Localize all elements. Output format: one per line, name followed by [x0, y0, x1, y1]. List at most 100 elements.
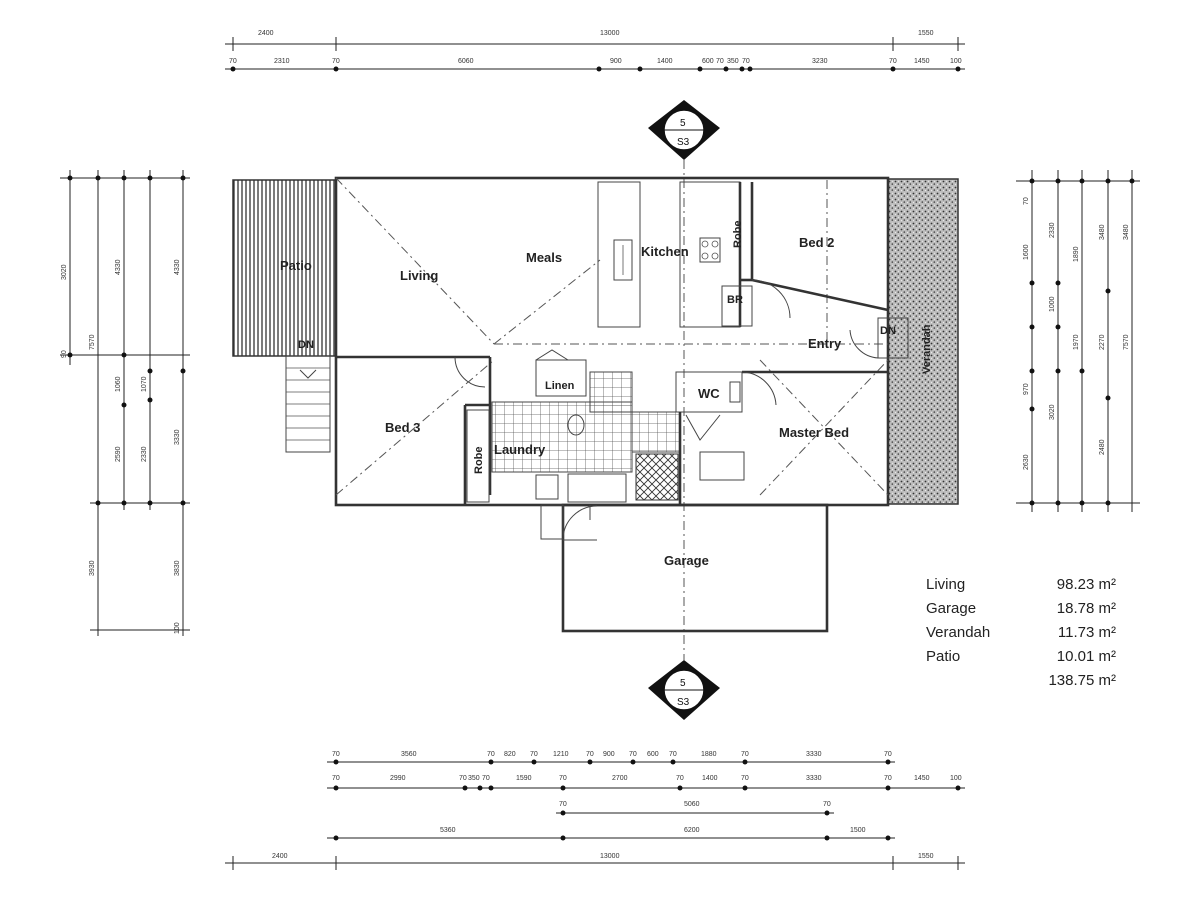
dim-right-3: 3480 — [1123, 224, 1130, 240]
dim-top2-6: 600 — [702, 58, 714, 65]
dim-top2-8: 350 — [727, 58, 739, 65]
label-wc: WC — [698, 386, 720, 401]
dim-bot1-10: 70 — [669, 751, 677, 758]
label-entry: Entry — [808, 336, 842, 351]
dim-top2-2: 70 — [332, 58, 340, 65]
wc-room — [675, 371, 743, 413]
dim-top2-7: 70 — [716, 58, 724, 65]
dim-top1-2: 1550 — [918, 30, 934, 37]
dim-left-2: 4330 — [115, 259, 122, 275]
dim-left-1: 7570 — [89, 334, 96, 350]
dim-bot2-5: 1590 — [516, 775, 532, 782]
dim-bot3-2: 70 — [823, 801, 831, 808]
label-bed3: Bed 3 — [385, 420, 420, 435]
label-dn-entry: DN — [880, 325, 896, 337]
dim-bot2-13: 1450 — [914, 775, 930, 782]
dim-top2-0: 70 — [229, 58, 237, 65]
dim-bot1-3: 820 — [504, 751, 516, 758]
label-master-bed: Master Bed — [779, 425, 849, 440]
dim-left-3: 4330 — [174, 259, 181, 275]
dim-bot1-5: 1210 — [553, 751, 569, 758]
dim-bot2-12: 70 — [884, 775, 892, 782]
dim-top2-1: 2310 — [274, 58, 290, 65]
dim-left-7: 2590 — [115, 446, 122, 462]
label-robe-bed2: Robe — [732, 221, 744, 249]
dim-bot2-14: 100 — [950, 775, 962, 782]
dim-bot1-14: 70 — [884, 751, 892, 758]
bath-icon — [567, 473, 627, 503]
dim-right-6: 1000 — [1049, 296, 1056, 312]
shower-icon — [635, 453, 679, 501]
schedule-row: Patio 10.01 m² — [926, 648, 1156, 672]
dim-right-2: 3480 — [1099, 224, 1106, 240]
schedule-row: Garage 18.78 m² — [926, 600, 1156, 624]
dim-bot3-0: 70 — [559, 801, 567, 808]
dim-bot1-11: 1880 — [701, 751, 717, 758]
dim-bot5-1: 13000 — [600, 853, 620, 860]
dim-bot1-13: 3330 — [806, 751, 822, 758]
sink-icon — [613, 239, 633, 281]
label-bed2: Bed 2 — [799, 235, 834, 250]
label-linen: Linen — [545, 380, 575, 392]
dim-bot2-7: 2700 — [612, 775, 628, 782]
schedule-row: Verandah 11.73 m² — [926, 624, 1156, 648]
section-marker-bottom: 5 S3 — [648, 660, 720, 720]
dim-bot2-10: 70 — [741, 775, 749, 782]
room-labels: Patio Living Meals Kitchen Robe Bed 2 BR… — [280, 221, 933, 569]
schedule-value: 11.73 m² — [1057, 624, 1116, 641]
dim-bot4-0: 5360 — [440, 827, 456, 834]
section-marker-top: 5 S3 — [648, 100, 720, 160]
dim-top2-11: 70 — [889, 58, 897, 65]
schedule-total: 138.75 m² — [1048, 672, 1116, 689]
section-number: 5 — [680, 678, 686, 689]
dim-bot2-0: 70 — [332, 775, 340, 782]
dim-right-1: 2330 — [1049, 222, 1056, 238]
dim-right-10: 3020 — [1049, 404, 1056, 420]
garage-walls — [561, 503, 829, 633]
bathroom-tiles — [491, 401, 633, 473]
dim-bot2-9: 1400 — [702, 775, 718, 782]
schedule-value: 18.78 m² — [1056, 600, 1116, 617]
dim-right-12: 2630 — [1023, 454, 1030, 470]
dim-bot2-2: 70 — [459, 775, 467, 782]
dim-top1-1: 13000 — [600, 30, 620, 37]
dim-bot5-0: 2400 — [272, 853, 288, 860]
bathroom-br — [721, 285, 753, 327]
dim-left-4: 90 — [61, 350, 68, 358]
dim-bot4-1: 6200 — [684, 827, 700, 834]
section-sheet: S3 — [677, 137, 690, 148]
dim-bot2-11: 3330 — [806, 775, 822, 782]
dim-right-4: 1600 — [1023, 244, 1030, 260]
dim-top2-5: 1400 — [657, 58, 673, 65]
dim-right-0: 70 — [1023, 197, 1030, 205]
dim-left-10: 3930 — [89, 560, 96, 576]
dim-bot4-2: 1500 — [850, 827, 866, 834]
dim-bot5-2: 1550 — [918, 853, 934, 860]
dim-top1-0: 2400 — [258, 30, 274, 37]
dim-bot2-3: 350 — [468, 775, 480, 782]
dim-bot3-1: 5060 — [684, 801, 700, 808]
section-sheet: S3 — [677, 697, 690, 708]
dim-bot1-0: 70 — [332, 751, 340, 758]
schedule-row: Living 98.23 m² — [926, 576, 1156, 600]
dim-left-5: 1060 — [115, 376, 122, 392]
dim-bot1-6: 70 — [586, 751, 594, 758]
dim-right-13: 7570 — [1123, 334, 1130, 350]
dim-bot1-1: 3560 — [401, 751, 417, 758]
section-number: 5 — [680, 118, 686, 129]
label-patio: Patio — [280, 258, 312, 273]
dim-top2-9: 70 — [742, 58, 750, 65]
dim-left-11: 3830 — [174, 560, 181, 576]
dim-top2-4: 900 — [610, 58, 622, 65]
dim-left-0: 3020 — [61, 264, 68, 280]
label-garage: Garage — [664, 553, 709, 568]
linen-cupboard — [535, 359, 587, 397]
dim-bot2-6: 70 — [559, 775, 567, 782]
label-robe-bed3: Robe — [473, 447, 485, 475]
dim-left-12: 100 — [174, 622, 181, 634]
dim-bot1-2: 70 — [487, 751, 495, 758]
schedule-label: Living — [926, 576, 966, 593]
dim-bot1-8: 70 — [629, 751, 637, 758]
dim-bot1-4: 70 — [530, 751, 538, 758]
dim-right-5: 1890 — [1073, 246, 1080, 262]
